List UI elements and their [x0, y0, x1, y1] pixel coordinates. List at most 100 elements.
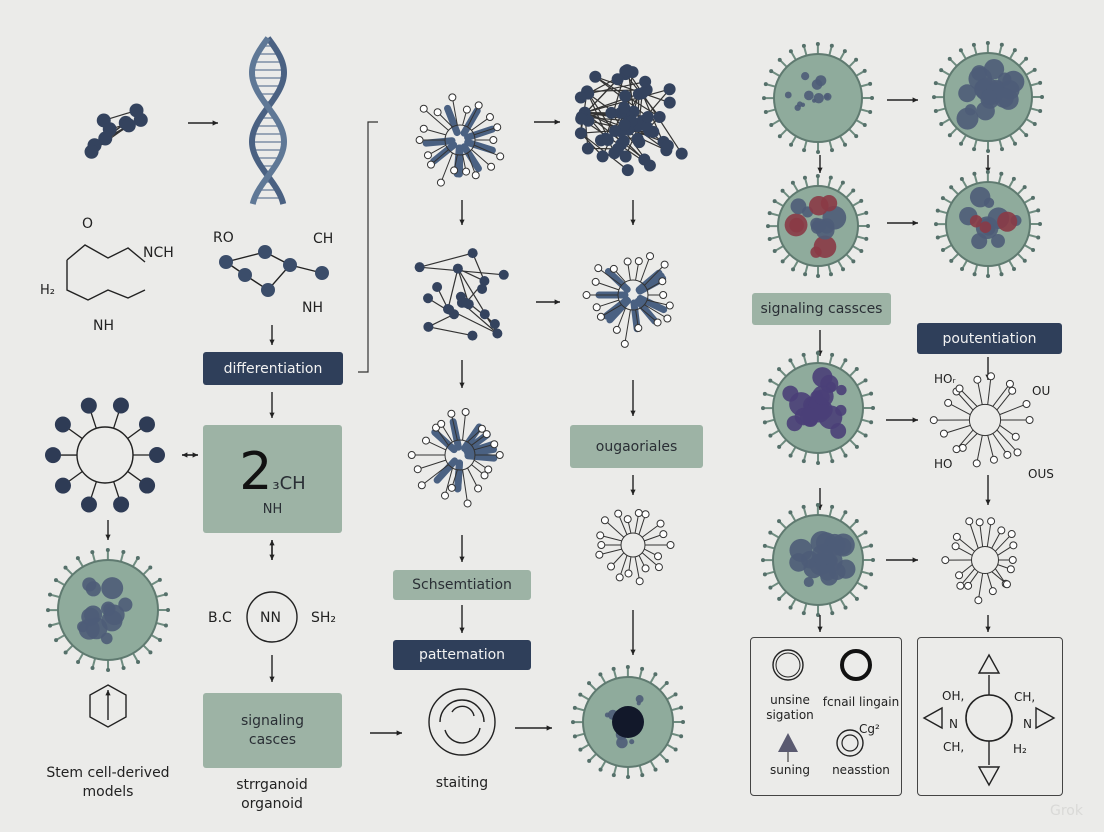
- node: [659, 530, 668, 539]
- node: [447, 409, 456, 418]
- spike-tip: [842, 49, 847, 54]
- atom: [113, 496, 130, 513]
- signaling-cascades-right-label: signaling cassces: [752, 293, 891, 325]
- spike-tip: [815, 42, 820, 47]
- double-ring-icon: [775, 652, 801, 678]
- organelle: [794, 104, 801, 111]
- spike-tip: [985, 170, 990, 175]
- cell-spike: [837, 260, 844, 269]
- node: [955, 571, 964, 580]
- spike-tip: [851, 188, 856, 193]
- spike-tip: [788, 605, 793, 610]
- spike-tip: [1038, 222, 1042, 226]
- cell-spike: [770, 380, 780, 387]
- spike-tip: [947, 133, 952, 138]
- organelle: [975, 101, 995, 121]
- cell-spike: [938, 233, 948, 239]
- node: [620, 339, 629, 348]
- cell-spike: [1025, 118, 1035, 125]
- spike-tip: [788, 358, 793, 363]
- organelle: [635, 695, 644, 703]
- spike-tip: [777, 444, 782, 449]
- node: [426, 160, 435, 169]
- node: [939, 429, 948, 438]
- cell-spike: [649, 760, 656, 770]
- node: [463, 499, 472, 508]
- atom: [601, 134, 614, 147]
- cell-spike: [803, 140, 808, 150]
- protein-strand: [464, 138, 496, 154]
- node: [474, 101, 483, 110]
- bond: [604, 519, 625, 538]
- node: [482, 430, 491, 439]
- spike-tip: [578, 692, 583, 697]
- cell-spike: [65, 567, 74, 576]
- bond: [999, 403, 1027, 416]
- organelle: [831, 533, 855, 557]
- node: [997, 526, 1006, 535]
- node: [929, 416, 938, 425]
- bond: [462, 469, 469, 504]
- protein-strand: [604, 267, 631, 293]
- spike-tip: [1024, 133, 1029, 138]
- atom: [619, 150, 632, 163]
- spike-tip: [76, 659, 81, 664]
- spike-tip: [863, 378, 868, 383]
- node: [634, 509, 643, 518]
- organelle: [812, 367, 833, 388]
- spike-tip: [864, 236, 869, 241]
- spike-tip: [48, 592, 53, 597]
- atom: [663, 83, 676, 96]
- legend-item-3: suning: [769, 763, 811, 777]
- bond: [976, 379, 983, 405]
- spike-tip: [653, 767, 658, 772]
- protein-strand: [455, 144, 464, 178]
- node: [592, 303, 601, 312]
- organelle: [823, 92, 832, 101]
- cell-spike: [77, 558, 84, 568]
- node: [986, 372, 995, 381]
- node: [641, 510, 650, 519]
- spike-tip: [762, 543, 767, 548]
- arrow-head: [630, 219, 636, 225]
- atom: [633, 136, 646, 149]
- bc-label: B.C: [208, 610, 232, 626]
- spike-tip: [801, 611, 806, 616]
- cell-spike: [828, 355, 833, 365]
- spike-tip: [933, 81, 938, 86]
- cell-spike: [827, 178, 832, 188]
- ring: [444, 124, 476, 156]
- cell-spike: [998, 139, 1003, 149]
- cell-spike: [779, 521, 787, 529]
- cell-spike: [803, 451, 808, 461]
- spike-tip: [869, 391, 874, 396]
- cell-spike: [155, 593, 166, 598]
- cell-spike: [802, 355, 808, 365]
- cell-spike: [856, 429, 866, 436]
- cell-spike: [790, 598, 797, 608]
- organelle: [812, 544, 834, 566]
- organelle: [814, 389, 830, 405]
- spike-tip: [864, 210, 869, 215]
- node: [641, 564, 650, 573]
- spike-tip: [1024, 56, 1029, 61]
- node: [955, 384, 964, 393]
- node: [614, 509, 623, 518]
- organelle: [971, 65, 988, 81]
- stem-cell-caption: Stem cell-derived models: [30, 764, 186, 802]
- ring-ch-top: CH,: [1014, 690, 1036, 704]
- cell-spike: [671, 732, 681, 737]
- spike-tip: [46, 608, 51, 613]
- organelle: [789, 538, 813, 562]
- arrow-head: [912, 417, 918, 423]
- node: [419, 124, 428, 133]
- node: [656, 519, 665, 528]
- spike-tip: [768, 433, 773, 438]
- cell-spike: [91, 552, 96, 562]
- spike-tip: [121, 665, 126, 670]
- protein-strand: [422, 137, 456, 147]
- spike-tip: [972, 147, 977, 152]
- node: [654, 563, 663, 572]
- spike-tip: [869, 543, 874, 548]
